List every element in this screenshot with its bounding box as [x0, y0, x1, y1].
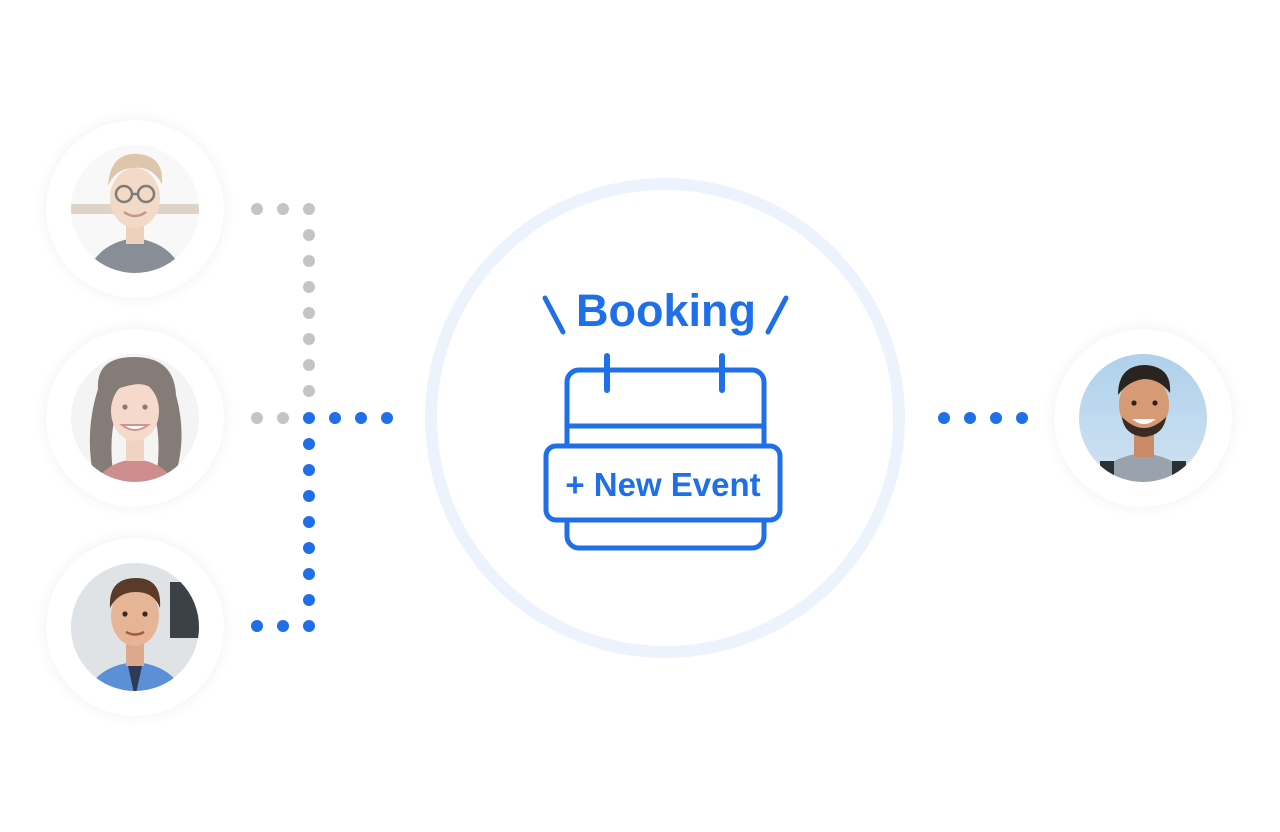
- sparkle-right-icon: [765, 295, 789, 335]
- connector-dot-active: [303, 516, 315, 528]
- connector-dot-active: [303, 620, 315, 632]
- connector-dot-inactive: [303, 333, 315, 345]
- sparkle-left-icon: [542, 295, 566, 335]
- new-event-label: + New Event: [565, 466, 760, 503]
- connector-dot-inactive: [277, 203, 289, 215]
- smiling-man-icon: [1079, 354, 1207, 482]
- connector-dot-active: [303, 464, 315, 476]
- avatar-person-3[interactable]: [46, 538, 224, 716]
- connector-dot-active: [303, 568, 315, 580]
- connector-dot-active: [1016, 412, 1028, 424]
- connector-dot-active: [251, 620, 263, 632]
- man-with-glasses-icon: [71, 145, 199, 273]
- connector-dot-inactive: [251, 203, 263, 215]
- connector-dot-active: [303, 438, 315, 450]
- avatar-person-2[interactable]: [46, 329, 224, 507]
- avatar-person-1[interactable]: [46, 120, 224, 298]
- woman-curly-hair-icon: [71, 354, 199, 482]
- connector-dot-active: [303, 490, 315, 502]
- connector-dot-inactive: [303, 203, 315, 215]
- connector-dot-inactive: [303, 359, 315, 371]
- booking-hub: Booking + New Event: [425, 178, 905, 658]
- booking-title: Booking: [576, 285, 756, 336]
- connector-dot-inactive: [303, 229, 315, 241]
- avatar-person-4[interactable]: [1054, 329, 1232, 507]
- connector-dot-active: [277, 620, 289, 632]
- connector-dot-active: [381, 412, 393, 424]
- connector-dot-inactive: [303, 281, 315, 293]
- connector-dot-active: [329, 412, 341, 424]
- man-blue-shirt-icon: [71, 563, 199, 691]
- connector-dot-inactive: [303, 307, 315, 319]
- connector-dot-active: [303, 542, 315, 554]
- connector-dot-active: [938, 412, 950, 424]
- booking-calendar-graphic: Booking + New Event: [542, 285, 789, 551]
- connector-dot-active: [990, 412, 1002, 424]
- new-event-button[interactable]: + New Event: [543, 443, 783, 523]
- connector-dot-active: [355, 412, 367, 424]
- connector-dot-inactive: [303, 385, 315, 397]
- connector-dot-active: [303, 412, 315, 424]
- connector-dot-inactive: [303, 255, 315, 267]
- connector-dot-inactive: [251, 412, 263, 424]
- connector-dot-inactive: [277, 412, 289, 424]
- connector-dot-active: [964, 412, 976, 424]
- connector-dot-active: [303, 594, 315, 606]
